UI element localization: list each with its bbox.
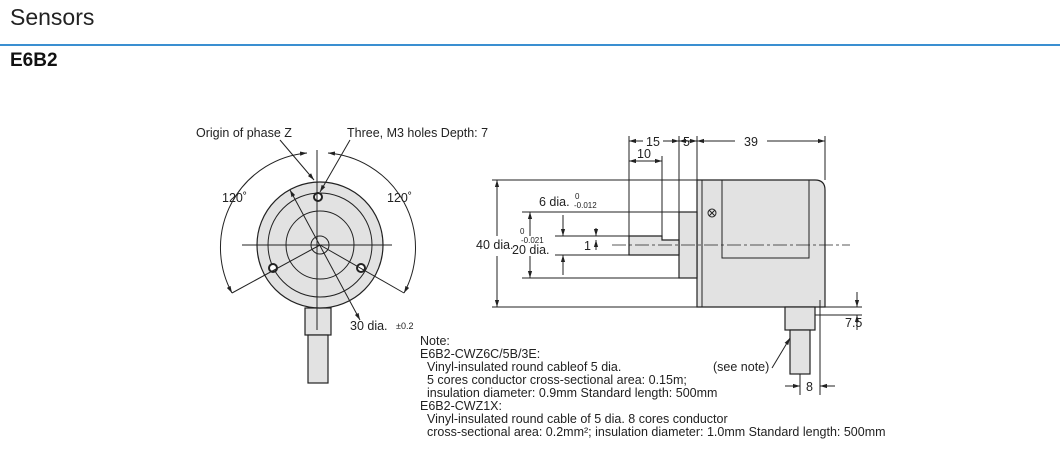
note-line: E6B2-CWZ6C/5B/3E:	[420, 347, 540, 361]
note-line: Vinyl-insulated round cableof 5 dia.	[427, 360, 621, 374]
angle-right: 120˚	[387, 191, 412, 205]
angle-left: 120˚	[222, 191, 247, 205]
shaft-tol-upper: 0	[575, 192, 580, 201]
pcd-label: 30 dia.	[350, 319, 388, 333]
dim-39: 39	[744, 135, 758, 149]
section-title: Sensors	[10, 4, 95, 30]
note-title: Note:	[420, 334, 450, 348]
dim-5: 5	[683, 135, 690, 149]
front-view: Origin of phase Z Three, M3 holes Depth:…	[196, 126, 488, 384]
see-note-label: (see note)	[713, 360, 769, 374]
note-line: 5 cores conductor cross-sectional area: …	[427, 373, 687, 387]
phase-z-label: Origin of phase Z	[196, 126, 292, 140]
dim-7-5: 7.5	[845, 316, 862, 330]
boss-tol-upper: 0	[520, 227, 525, 236]
dim-15: 15	[646, 135, 660, 149]
dim-1: 1	[584, 239, 591, 253]
dim-8: 8	[806, 380, 813, 394]
body-dia-label: 40 dia.	[476, 238, 514, 252]
boss-dia-label: 20 dia.	[512, 243, 550, 257]
shaft-dia-label: 6 dia.	[539, 195, 570, 209]
note-line: Vinyl-insulated round cable of 5 dia. 8 …	[427, 412, 728, 426]
holes-label: Three, M3 holes Depth: 7	[347, 126, 488, 140]
boss-tol-lower: -0.021	[521, 236, 544, 245]
model-heading: E6B2	[10, 50, 58, 71]
title-divider	[0, 44, 1060, 46]
note: Note: E6B2-CWZ6C/5B/3E: Vinyl-insulated …	[420, 334, 886, 439]
shaft-tol-lower: -0.012	[574, 201, 597, 210]
dim-10: 10	[637, 147, 651, 161]
side-view: 15 5 39 10 40 dia. 20 dia. 0 -0.021 6 di…	[476, 134, 862, 395]
note-line: E6B2-CWZ1X:	[420, 399, 502, 413]
note-line: insulation diameter: 0.9mm Standard leng…	[427, 386, 717, 400]
pcd-tolerance: ±0.2	[396, 321, 413, 331]
note-line: cross-sectional area: 0.2mm²; insulation…	[427, 425, 886, 439]
